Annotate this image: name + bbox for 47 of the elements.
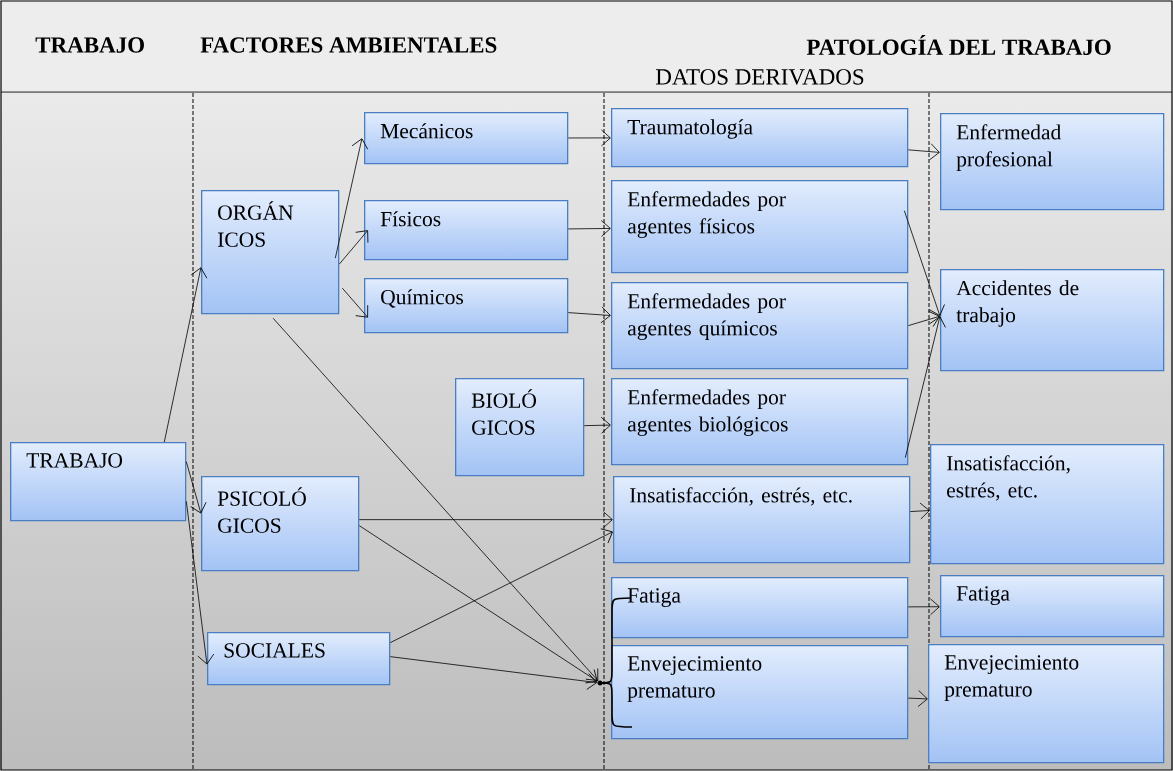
arrow — [341, 287, 369, 318]
arrow — [909, 502, 930, 520]
process-box: Enfermedades por agentes físicos — [611, 180, 909, 274]
arrow — [163, 267, 208, 443]
arrow — [334, 138, 369, 259]
process-box: Accidentes de trabajo — [940, 269, 1165, 372]
process-box: Envejecimiento prematuro — [928, 644, 1165, 764]
process-box: Físicos — [364, 200, 569, 261]
process-box: PSICOLÓ GICOS — [201, 476, 360, 572]
process-box: SOCIALES — [207, 632, 391, 686]
process-box: Enfermedades por agentes químicos — [611, 282, 909, 370]
arrow — [907, 690, 928, 707]
column-heading: TRABAJO — [35, 37, 144, 53]
arrow — [567, 220, 611, 237]
process-box: Químicos — [364, 278, 569, 334]
arrow — [358, 511, 613, 529]
process-box: BIOLÓ GICOS — [455, 378, 585, 477]
process-box: Fatiga — [940, 575, 1165, 638]
arrow — [358, 525, 598, 684]
column-heading: FACTORES AMBIENTALES — [200, 37, 497, 53]
arrow — [185, 461, 207, 514]
arrow — [907, 143, 940, 161]
process-box: Mecánicos — [364, 112, 569, 165]
arrow — [272, 317, 599, 681]
arrow — [185, 500, 215, 665]
arrow — [907, 310, 940, 327]
process-box: ORGÁN ICOS — [201, 190, 340, 315]
process-box: Traumatología — [611, 108, 909, 168]
arrow — [907, 598, 940, 616]
brace — [599, 682, 633, 728]
arrow — [389, 528, 613, 644]
process-box: TRABAJO — [10, 442, 187, 522]
arrow — [389, 656, 598, 690]
arrow — [338, 230, 369, 265]
arrow — [904, 316, 946, 459]
arrow — [903, 210, 945, 316]
process-box: Enfermedades por agentes biológicos — [611, 378, 909, 466]
process-box: Insatisfacción, estrés, etc. — [930, 444, 1165, 565]
process-box: Enfermedad profesional — [940, 113, 1165, 211]
process-box: Fatiga — [611, 577, 909, 639]
arrow — [567, 129, 611, 147]
arrow — [567, 306, 611, 324]
process-box: Envejecimiento prematuro — [611, 645, 909, 740]
column-heading: DATOS DERIVADOS — [655, 69, 864, 85]
column-heading: PATOLOGÍA DEL TRABAJO — [806, 35, 1111, 55]
process-box: Insatisfacción, estrés, etc. — [613, 476, 911, 564]
arrow — [583, 416, 611, 434]
